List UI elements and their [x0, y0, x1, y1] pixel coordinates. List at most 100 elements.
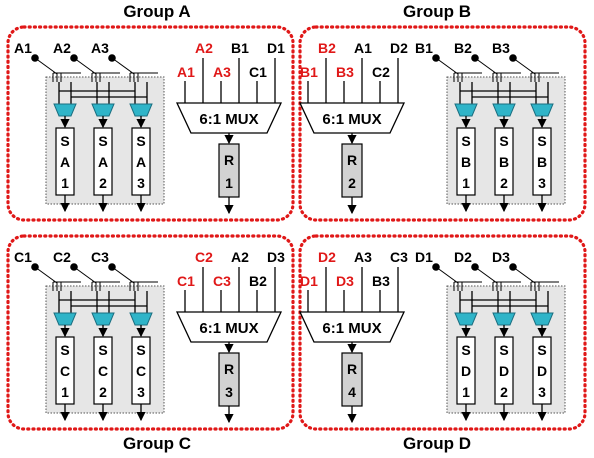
group-d-unit-2-char: S: [499, 342, 508, 358]
group-c-unit-3-char: 3: [137, 384, 145, 400]
group-b-selector-1: [454, 103, 478, 117]
group-a-unit-1-char: A: [60, 154, 70, 170]
group-a-frame: [6, 25, 295, 222]
group-b-mux-input-label: B3: [336, 64, 354, 80]
group-c-frame: [6, 234, 295, 431]
group-b-mux-input-label: B1: [300, 64, 318, 80]
group-b-unit-2-char: 2: [500, 175, 508, 191]
group-d-input-tap-2: [474, 266, 498, 284]
group-b-unit-2-char: B: [499, 154, 509, 170]
group-a-title: Group A: [123, 2, 190, 21]
group-d-mux-input-label: B3: [372, 273, 390, 289]
group-b-mux-label: 6:1 MUX: [322, 111, 381, 128]
group-c-register-label: R: [224, 361, 234, 377]
group-a-input-label-2: A2: [53, 40, 71, 56]
group-a-mux-input-label: B1: [231, 40, 249, 56]
group-c-unit-2-char: C: [98, 363, 108, 379]
group-d-input-label-3: D3: [492, 249, 510, 265]
group-c-input-tap-2: [73, 266, 97, 284]
group-d-input-tap-1: [435, 266, 459, 284]
group-d-unit-1-char: 1: [462, 384, 470, 400]
group-d-selector-2: [492, 312, 516, 326]
group-c-mux-input-label: A2: [231, 249, 249, 265]
group-a-mux-shape: [175, 102, 283, 134]
group-b-title: Group B: [403, 2, 471, 21]
group-b-input-label-2: B2: [454, 40, 472, 56]
group-d-input-label-2: D2: [454, 249, 472, 265]
group-a-unit-3-char: A: [136, 154, 146, 170]
group-c-selector-1: [53, 312, 77, 326]
group-a-mux-input-label: C1: [249, 64, 267, 80]
group-c-mux-input-label: C2: [195, 249, 213, 265]
group-a-selector-2: [91, 103, 115, 117]
group-b-unit-3-char: B: [537, 154, 547, 170]
group-d-mux-input-label: D1: [300, 273, 318, 289]
group-b-mux-input-label: A1: [354, 40, 372, 56]
group-b-mux-shape: [298, 102, 406, 134]
group-b-mux-input-label: B2: [318, 40, 336, 56]
group-a-selector-3: [129, 103, 153, 117]
group-b-unit-2-char: S: [499, 133, 508, 149]
group-b-input-label-1: B1: [415, 40, 433, 56]
group-b-unit-3-char: 3: [538, 175, 546, 191]
group-d-mux-input-label: D2: [318, 249, 336, 265]
group-a-unit-2-char: S: [98, 133, 107, 149]
group-c-unit-1-char: S: [60, 342, 69, 358]
group-c-title: Group C: [123, 434, 191, 453]
group-d-unit-3-char: S: [537, 342, 546, 358]
group-a-unit-2-char: 2: [99, 175, 107, 191]
group-a-mux-input-label: A1: [177, 64, 195, 80]
group-c-mux-input-label: C1: [177, 273, 195, 289]
group-a-mux-label: 6:1 MUX: [199, 111, 258, 128]
group-a-unit-3-char: 3: [137, 175, 145, 191]
group-c-unit-2-char: S: [98, 342, 107, 358]
group-c-mux-input-label: D3: [267, 249, 285, 265]
group-b-register-number: 2: [348, 175, 356, 191]
group-d-frame: [298, 234, 587, 431]
group-a-unit-1-char: 1: [61, 175, 69, 191]
group-c-input-label-3: C3: [91, 249, 109, 265]
group-b-unit-1-char: 1: [462, 175, 470, 191]
group-c-mux-input-label: B2: [249, 273, 267, 289]
group-a-unit-1-char: S: [60, 133, 69, 149]
group-a-register-number: 1: [225, 175, 233, 191]
group-a-input-tap-2: [73, 57, 97, 75]
group-b-unit-3-char: S: [537, 133, 546, 149]
group-c-unit-1-char: C: [60, 363, 70, 379]
group-d-register-number: 4: [348, 384, 356, 400]
group-c-unit-1-char: 1: [61, 384, 69, 400]
group-a-input-tap-3: [111, 57, 135, 75]
group-d-mux-input-label: C3: [390, 249, 408, 265]
group-d-title: Group D: [403, 434, 471, 453]
group-a-input-tap-1: [34, 57, 58, 75]
group-c-selector-2: [91, 312, 115, 326]
group-c-register-number: 3: [225, 384, 233, 400]
group-d-register-label: R: [347, 361, 357, 377]
group-c-unit-2-char: 2: [99, 384, 107, 400]
group-d-selector-1: [454, 312, 478, 326]
group-c-unit-3-char: S: [136, 342, 145, 358]
group-a-input-label-3: A3: [91, 40, 109, 56]
group-c-mux-label: 6:1 MUX: [199, 320, 258, 337]
group-b-unit-1-char: B: [461, 154, 471, 170]
group-c-unit-3-char: C: [136, 363, 146, 379]
group-b-register-label: R: [347, 152, 357, 168]
group-d-selector-3: [530, 312, 554, 326]
group-c-mux-input-label: C3: [213, 273, 231, 289]
group-c-input-tap-3: [111, 266, 135, 284]
group-d-mux-label: 6:1 MUX: [322, 320, 381, 337]
group-b-input-tap-2: [474, 57, 498, 75]
group-d-unit-1-char: S: [461, 342, 470, 358]
group-d-unit-3-char: D: [537, 363, 547, 379]
group-b-selector-3: [530, 103, 554, 117]
group-b-mux-input-label: D2: [390, 40, 408, 56]
